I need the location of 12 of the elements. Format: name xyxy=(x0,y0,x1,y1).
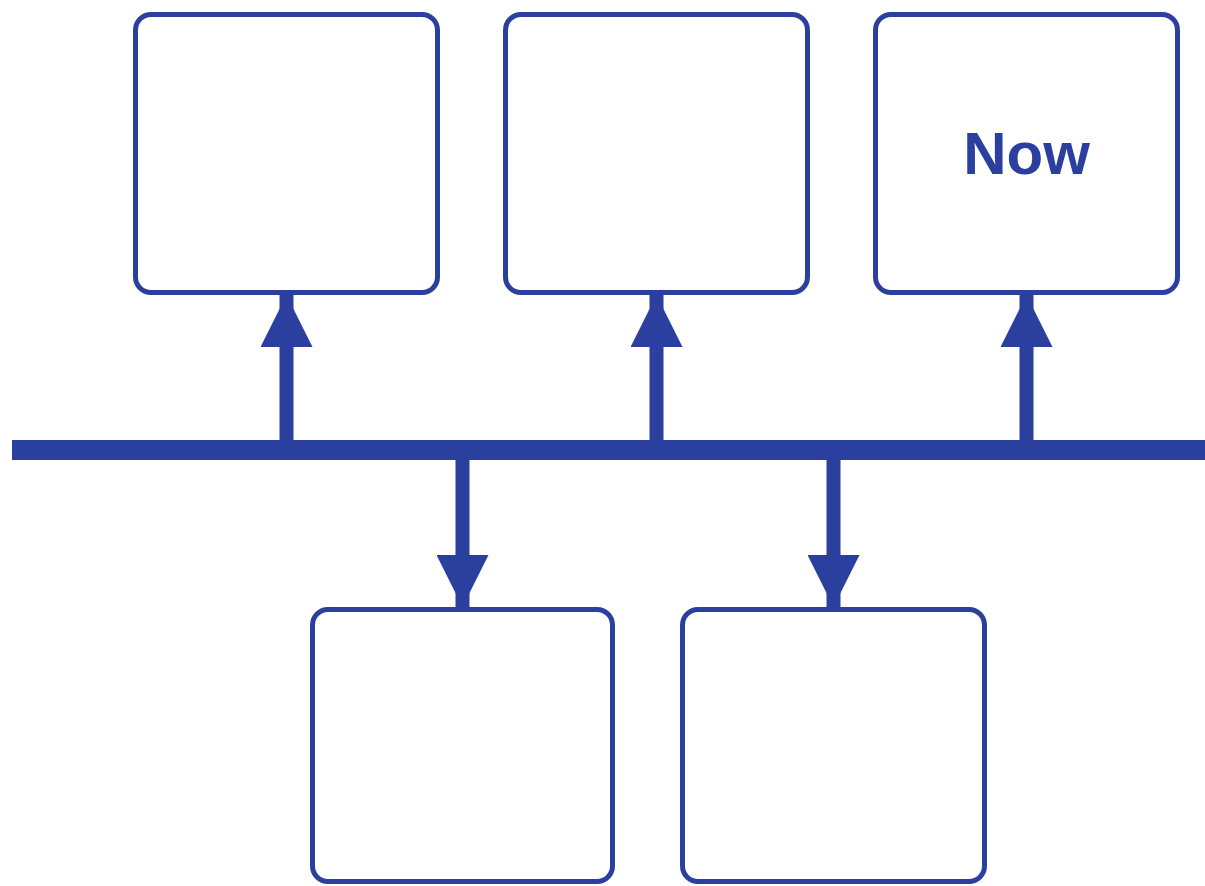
rounded-box xyxy=(680,607,987,884)
arrow xyxy=(436,460,489,607)
arrow xyxy=(260,295,313,440)
box-label: Now xyxy=(963,119,1090,188)
arrow xyxy=(630,295,683,440)
rounded-box xyxy=(873,12,1180,295)
rounded-box xyxy=(133,12,440,295)
arrow xyxy=(807,460,860,607)
timeline-bar xyxy=(12,440,1205,460)
rounded-box xyxy=(310,607,615,884)
arrow xyxy=(1000,295,1053,440)
rounded-box xyxy=(503,12,810,295)
